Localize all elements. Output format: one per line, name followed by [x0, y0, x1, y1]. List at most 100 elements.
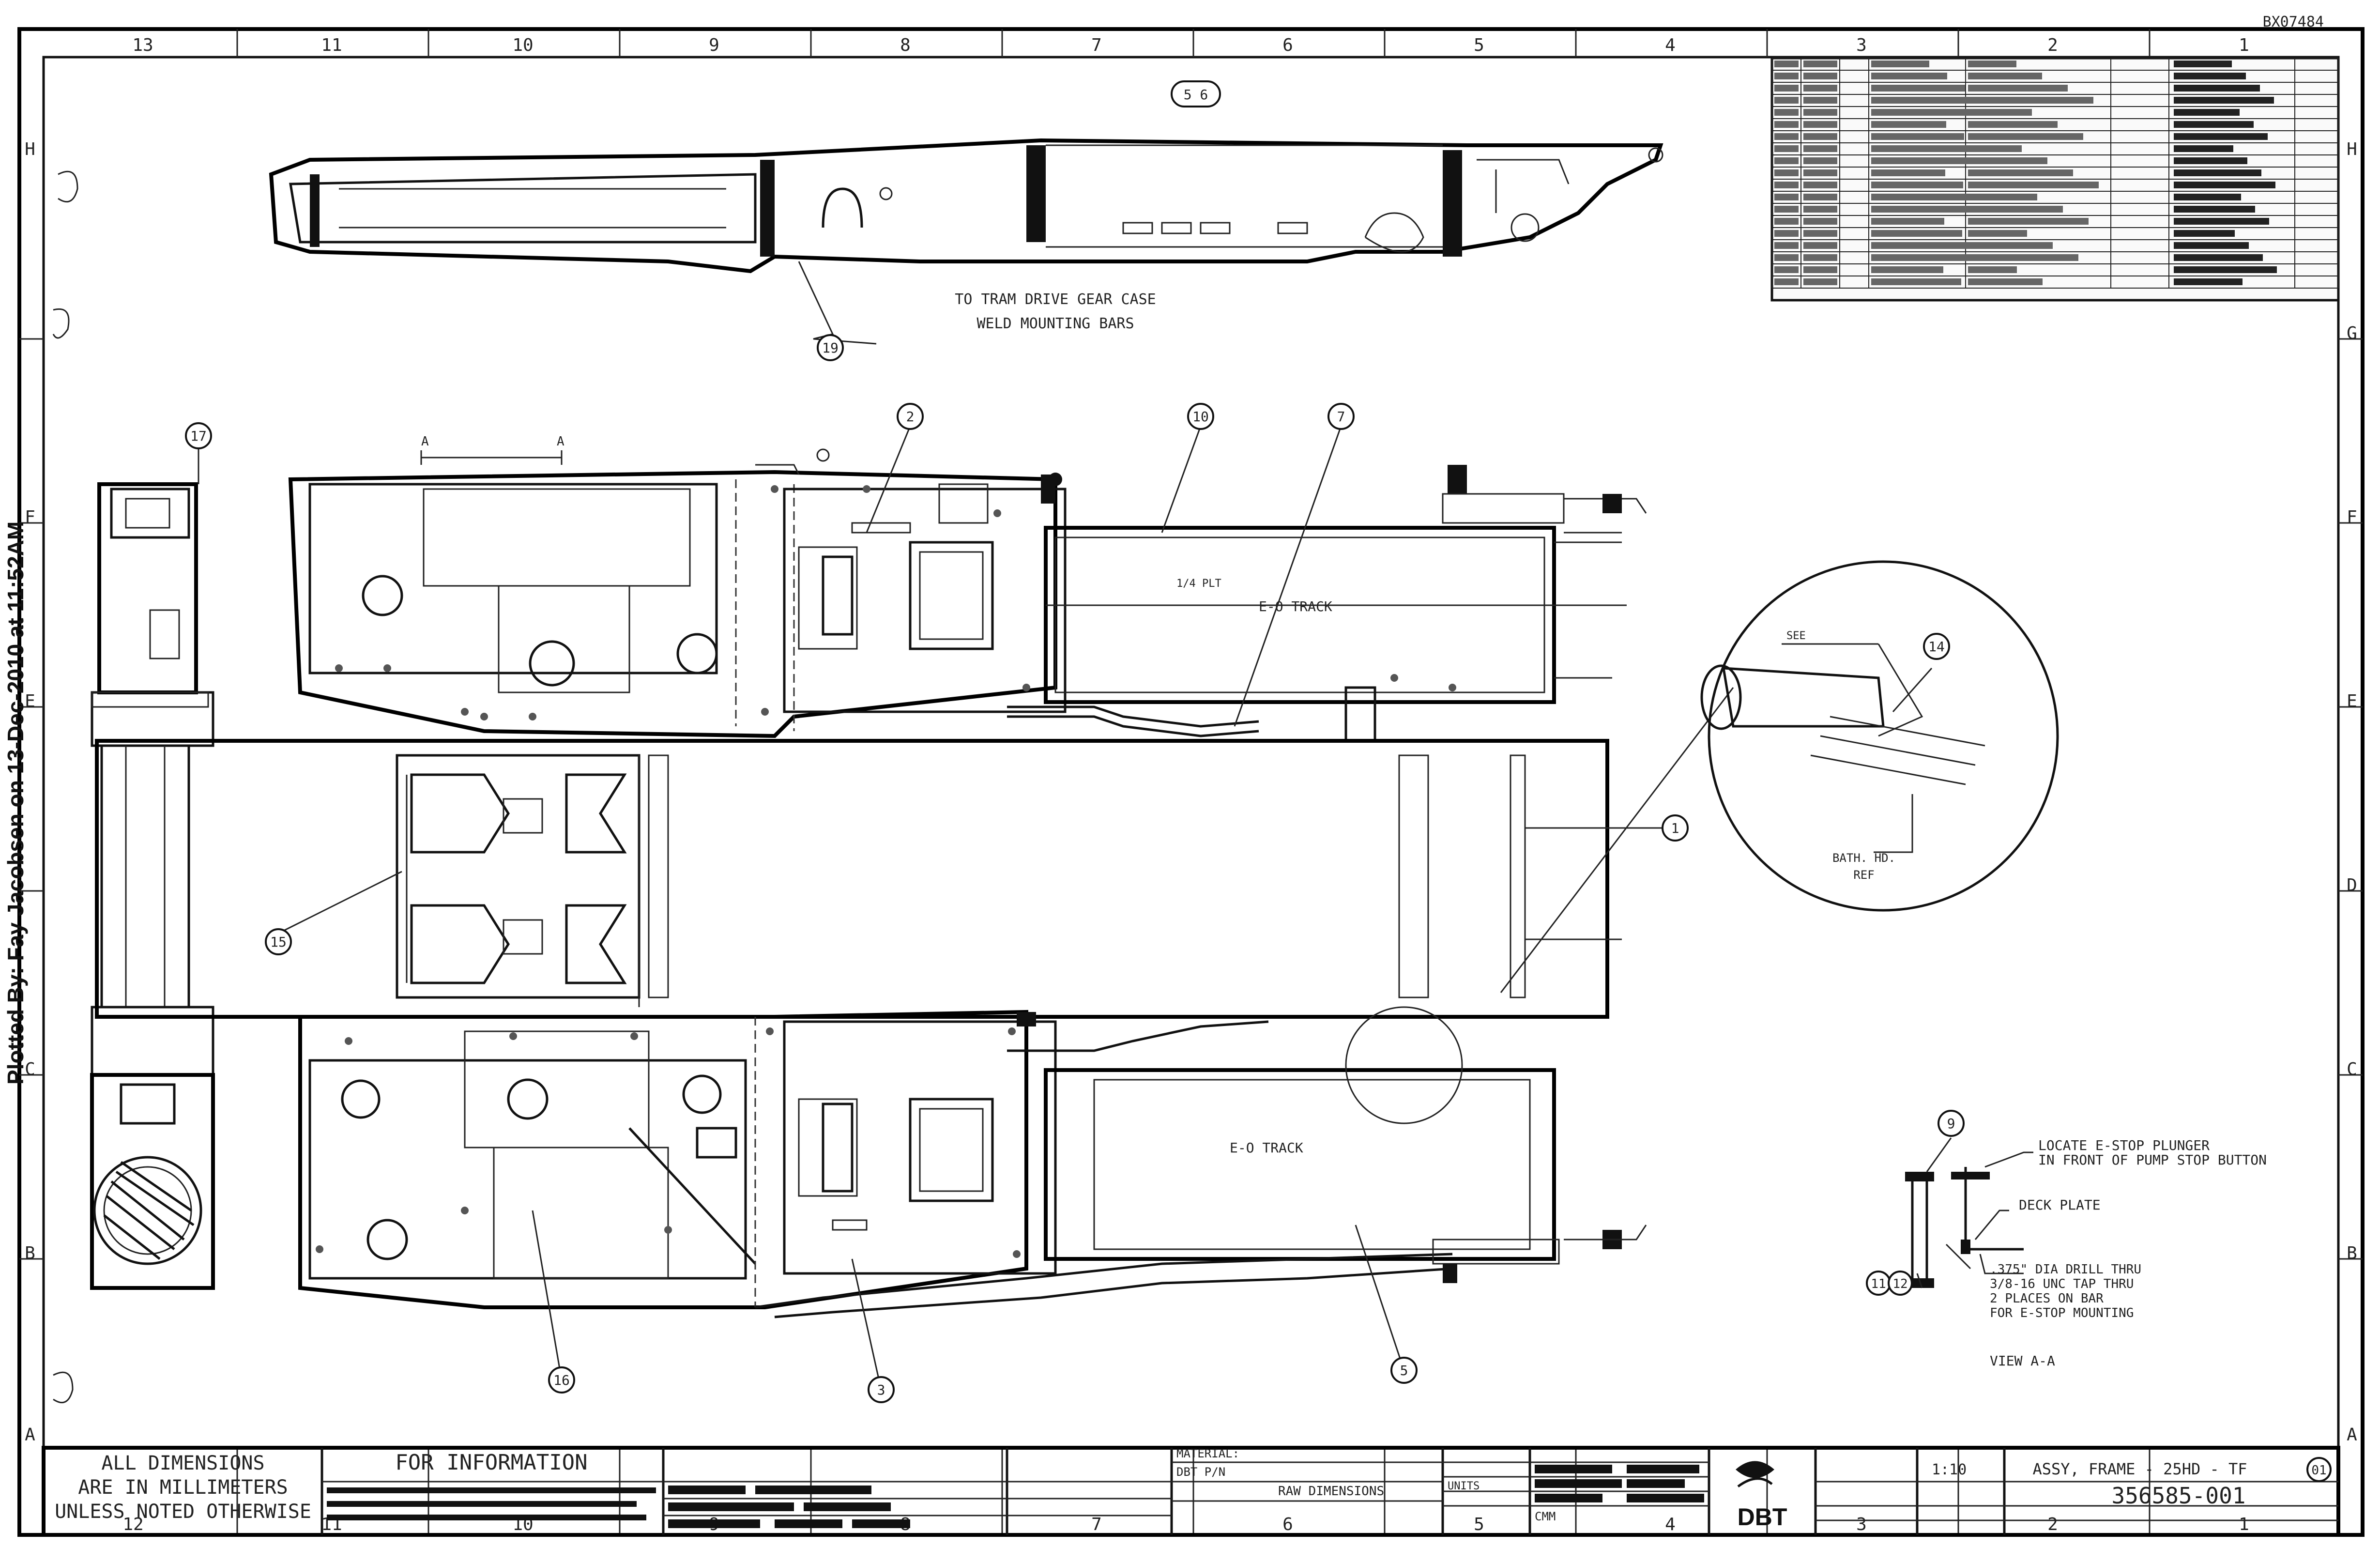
bom-cell	[1968, 266, 2017, 273]
bom-cell	[1803, 194, 1837, 200]
bom-cell	[1803, 97, 1837, 104]
left-row-label: H	[25, 139, 35, 159]
balloon-10: 10	[1192, 409, 1209, 425]
title-block: ALL DIMENSIONS ARE IN MILLIMETERS UNLESS…	[42, 1446, 2340, 1537]
bom-cell	[1774, 157, 1799, 164]
bom-cell	[1871, 73, 1947, 79]
bottom-col-label: 3	[1856, 1515, 1867, 1534]
note-top-track: E-O TRACK	[1259, 598, 1332, 614]
left-row-label: B	[25, 1243, 35, 1263]
bom-cell	[1871, 218, 1944, 225]
bom-cell	[1968, 61, 2016, 67]
bom-cell	[2174, 169, 2261, 176]
view-a-a-label: VIEW A-A	[1990, 1353, 2055, 1369]
bom-cell	[1871, 254, 1998, 261]
bom-cell	[1968, 194, 2037, 200]
bom-cell	[1871, 169, 1945, 176]
dbt-logo	[1736, 1461, 1774, 1488]
bom-cell	[2174, 157, 2247, 164]
right-row-label: F	[2347, 507, 2357, 527]
bom-cell	[2174, 230, 2235, 237]
top-col-label: 4	[1665, 35, 1676, 55]
bom-cell	[1774, 109, 1799, 116]
top-col-label: 2	[2047, 35, 2058, 55]
raw-dimensions: RAW DIMENSIONS	[1278, 1484, 1384, 1499]
balloon-label: 5 6	[1184, 87, 1208, 103]
callout-drill-3: 2 PLACES ON BAR	[1990, 1291, 2104, 1306]
balloon-14: 14	[1928, 639, 1945, 655]
bom-cell	[1803, 145, 1837, 152]
main-plan-view	[95, 426, 1734, 1390]
drawing-title: ASSY, FRAME - 25HD - TF	[2032, 1460, 2247, 1478]
bom-cell	[1774, 61, 1799, 67]
callout-deck-plate: DECK PLATE	[2019, 1197, 2101, 1213]
bom-cell	[2174, 218, 2269, 225]
right-row-label: A	[2347, 1425, 2357, 1445]
top-col-label: 9	[709, 35, 719, 55]
bottom-col-label: 5	[1474, 1515, 1484, 1534]
bom-cell	[1774, 242, 1799, 249]
right-row-label: B	[2347, 1243, 2357, 1263]
item-balloons: 5 6 19 17 2 10 7 14 1 15 9 3 16 5 11 12	[185, 80, 1965, 1403]
bom-cell	[1968, 109, 2032, 116]
bom-cell	[2174, 85, 2260, 92]
top-col-label: 3	[1856, 35, 1867, 55]
bom-cell	[1968, 121, 2058, 128]
dims-note-3: UNLESS NOTED OTHERWISE	[55, 1501, 311, 1523]
view-a-a	[1905, 1137, 2033, 1288]
bom-cell	[1871, 61, 1929, 67]
bottom-col-label: 6	[1282, 1515, 1293, 1534]
bom-cell	[1871, 230, 1962, 237]
bom-cell	[1871, 121, 1946, 128]
balloon-3: 3	[877, 1382, 885, 1398]
bom-cell	[1774, 206, 1799, 213]
material-label: MATERIAL:	[1176, 1447, 1239, 1460]
bom-cell	[1803, 266, 1837, 273]
right-row-label: E	[2347, 691, 2357, 711]
bom-cell	[1803, 109, 1837, 116]
note-bottom-track: E-O TRACK	[1230, 1140, 1303, 1156]
balloon-15: 15	[270, 934, 287, 950]
bom-cell	[1774, 97, 1799, 104]
bom-cell	[1803, 121, 1837, 128]
right-row-label: H	[2347, 139, 2357, 159]
balloon-5: 5	[1400, 1363, 1408, 1379]
bom-cell	[1968, 242, 2053, 249]
note-gear-case: TO TRAM DRIVE GEAR CASE	[955, 291, 1156, 308]
note-plate: 1/4 PLT	[1176, 578, 1221, 590]
bom-cell	[1968, 73, 2042, 79]
bom-cell	[1774, 266, 1799, 273]
bom-cell	[2174, 278, 2243, 285]
left-row-label: F	[25, 507, 35, 527]
bom-cell	[1968, 278, 2043, 285]
callout-drill-1: .375" DIA DRILL THRU	[1990, 1262, 2141, 1277]
top-col-label: 13	[132, 35, 153, 55]
bom-cell	[1803, 85, 1837, 92]
balloon-11: 11	[1871, 1277, 1886, 1291]
bom-cell	[1968, 206, 2063, 213]
bom-cell	[2174, 266, 2277, 273]
top-col-label: 6	[1282, 35, 1293, 55]
bom-cell	[2174, 242, 2249, 249]
dims-note-1: ALL DIMENSIONS	[101, 1452, 264, 1474]
bom-cell	[2174, 206, 2255, 213]
bom-cell	[1803, 169, 1837, 176]
bom-cell	[1871, 145, 1982, 152]
bottom-col-label: 12	[122, 1515, 143, 1534]
bom-cell	[2174, 97, 2274, 104]
bom-cell	[2174, 73, 2246, 79]
units-label: UNITS	[1448, 1480, 1480, 1492]
balloon-17: 17	[190, 428, 207, 444]
drawing-id: BX07484	[2263, 14, 2324, 31]
bom-cell	[1774, 254, 1799, 261]
bom-cell	[1968, 169, 2073, 176]
bom-cell	[1803, 218, 1837, 225]
bom-cell	[1968, 133, 2083, 140]
dims-note-2: ARE IN MILLIMETERS	[78, 1476, 288, 1499]
sheet-code: 01	[2311, 1463, 2326, 1478]
balloon-1: 1	[1671, 820, 1679, 836]
callout-estop-2: IN FRONT OF PUMP STOP BUTTON	[2038, 1152, 2267, 1168]
left-row-label: A	[25, 1425, 35, 1445]
detail-note-1: BATH. HD.	[1832, 851, 1895, 865]
bottom-col-label: 7	[1091, 1515, 1102, 1534]
